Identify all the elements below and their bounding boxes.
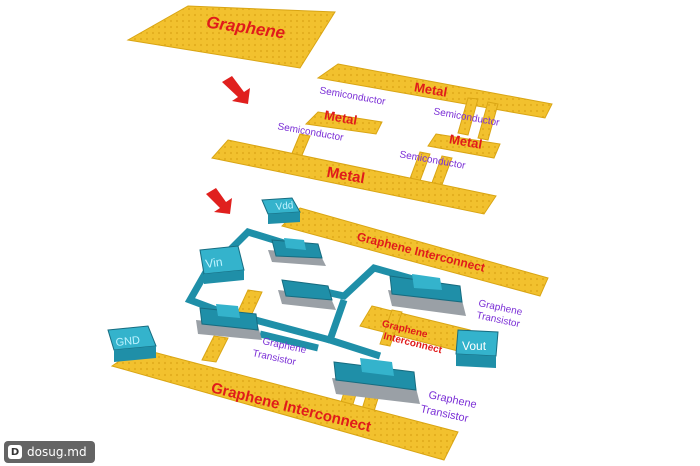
semiconductor-label-4: Semiconductor xyxy=(399,149,467,172)
metal-label-3: Metal xyxy=(448,131,483,152)
metal-pad-left xyxy=(304,111,383,135)
metal-semiconductor-layer xyxy=(211,63,553,215)
transistor-4 xyxy=(388,274,466,316)
vdd-label: Vdd xyxy=(275,200,294,213)
metal-label-4: Metal xyxy=(325,164,366,187)
transistor-2 xyxy=(278,279,336,310)
circuit-layer xyxy=(107,197,549,461)
graphene-sheet xyxy=(126,5,336,69)
vout-label: Vout xyxy=(462,339,487,353)
metal-label-1: Metal xyxy=(413,79,448,100)
down-arrow-icon xyxy=(222,76,250,104)
metal-pad-right xyxy=(427,133,501,159)
metal-bar-bottom xyxy=(211,139,497,215)
watermark: D dosug.md xyxy=(4,441,95,463)
metal-label-2: Metal xyxy=(323,107,358,128)
transistor-5 xyxy=(332,358,420,404)
transistor-3 xyxy=(196,304,262,340)
watermark-text: dosug.md xyxy=(27,445,87,459)
vin-label: Vin xyxy=(204,255,223,271)
watermark-logo-icon: D xyxy=(8,445,22,459)
gnd-label: GND xyxy=(115,334,141,348)
transistor-1 xyxy=(268,238,326,266)
down-arrow-icon xyxy=(206,188,232,214)
